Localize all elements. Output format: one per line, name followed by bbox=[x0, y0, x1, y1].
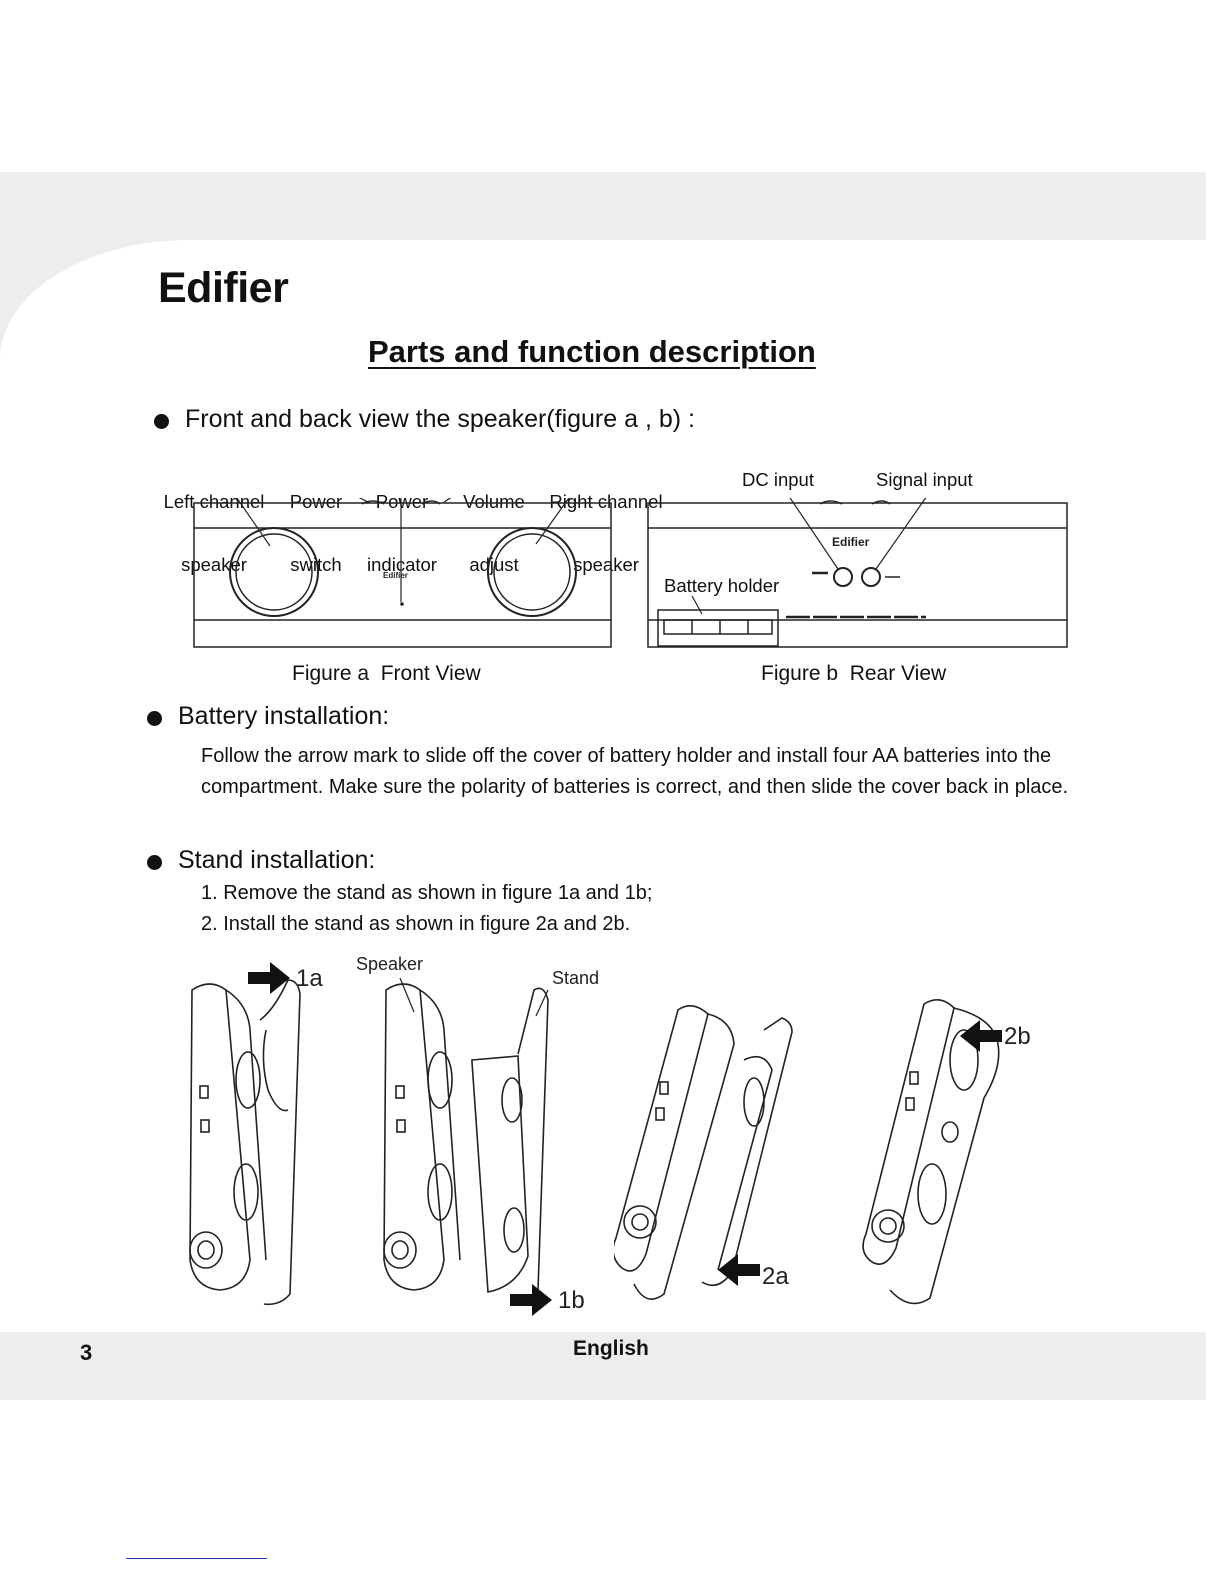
step-1a-label: 1a bbox=[296, 965, 323, 992]
arrow-2b bbox=[960, 1020, 1002, 1052]
stand-step-1: 1. Remove the stand as shown in figure 1… bbox=[201, 882, 653, 904]
footer-language: English bbox=[573, 1337, 649, 1360]
left-speaker-driver bbox=[229, 527, 319, 617]
page-number: 3 bbox=[80, 1340, 93, 1365]
label-battery-holder: Battery holder bbox=[664, 575, 780, 596]
front-body-outline bbox=[193, 502, 612, 648]
page-title: Parts and function description bbox=[368, 334, 816, 369]
step-2b-label: 2b bbox=[1004, 1023, 1031, 1050]
stand-figure-2a: 2a bbox=[614, 1005, 793, 1300]
battery-installation-heading: Battery installation: bbox=[146, 702, 390, 730]
power-indicator-led bbox=[400, 602, 404, 606]
brand-logo: Edifier bbox=[158, 264, 289, 313]
label-power-indicator: Power indicator bbox=[367, 491, 437, 575]
step-1b-label: 1b bbox=[558, 1287, 585, 1314]
battery-installation-text: Follow the arrow mark to slide off the c… bbox=[201, 745, 1069, 798]
link-underline bbox=[126, 1558, 267, 1559]
right-speaker-driver bbox=[487, 527, 577, 617]
manual-sheet bbox=[0, 240, 1206, 1332]
stand-figure-1a: 1a bbox=[189, 962, 323, 1306]
caption-figure-b: Figure b Rear View bbox=[761, 662, 947, 685]
step-2a-label: 2a bbox=[762, 1263, 789, 1290]
speaker-label: Speaker bbox=[356, 954, 423, 974]
stand-figure-2b: 2b bbox=[862, 999, 1031, 1305]
label-signal-input: Signal input bbox=[876, 469, 973, 490]
signal-input-jack bbox=[861, 567, 881, 587]
stand-step-2: 2. Install the stand as shown in figure … bbox=[201, 913, 631, 935]
dc-input-jack bbox=[833, 567, 853, 587]
arrow-1b bbox=[510, 1284, 552, 1316]
bullet-front-back-view: Front and back view the speaker(figure a… bbox=[154, 405, 695, 433]
rear-body-outline bbox=[647, 502, 1068, 648]
label-power-switch: Power switch bbox=[289, 491, 343, 575]
label-dc-input: DC input bbox=[742, 469, 814, 490]
front-view-figure: Edifier bbox=[193, 498, 612, 648]
stand-installation-heading: Stand installation: bbox=[146, 846, 376, 874]
arrow-1a bbox=[248, 962, 290, 994]
rear-view-figure: Edifier bbox=[647, 498, 1068, 648]
stand-figure-1b: Speaker Stand 1b bbox=[356, 954, 599, 1316]
stand-label: Stand bbox=[552, 968, 599, 988]
brand-name: Edifier bbox=[158, 264, 289, 312]
label-right-channel-speaker: Right channel speaker bbox=[549, 491, 663, 575]
rear-logo-text: Edifier bbox=[832, 535, 870, 549]
front-logo-text: Edifier bbox=[383, 571, 408, 580]
arrow-2a bbox=[718, 1254, 760, 1286]
battery-holder-cover bbox=[657, 609, 779, 647]
caption-figure-a: Figure a Front View bbox=[292, 662, 481, 685]
